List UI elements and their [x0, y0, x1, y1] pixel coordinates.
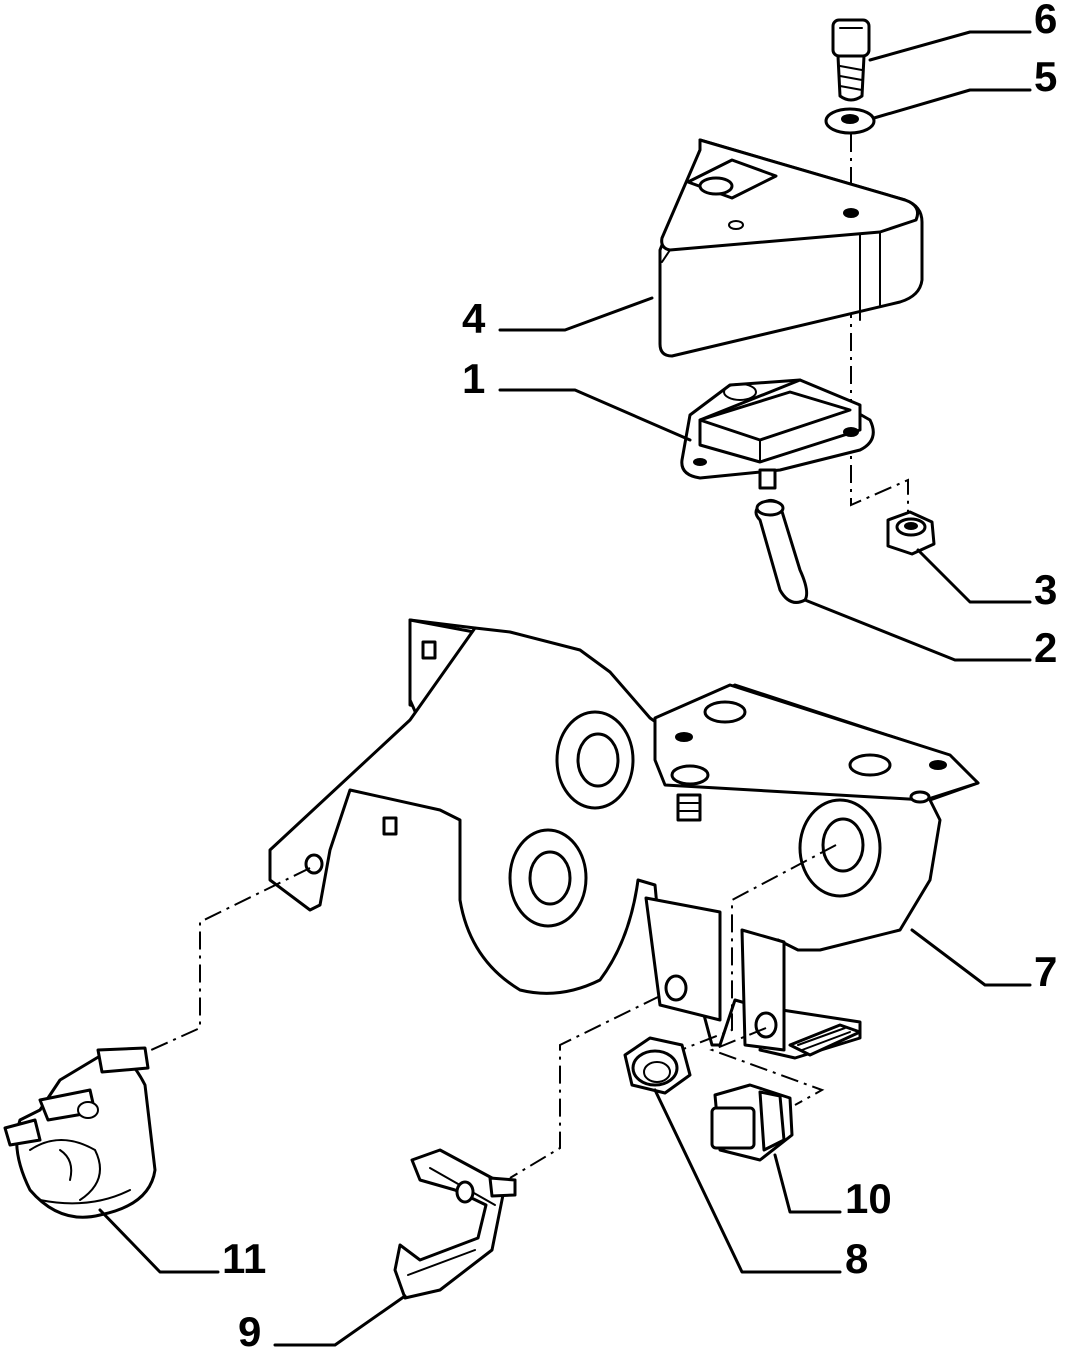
part-1-module [680, 378, 875, 490]
part-4-cover [658, 138, 924, 358]
leader-7 [910, 928, 1032, 987]
callout-3: 3 [1034, 566, 1057, 613]
callout-9: 9 [238, 1308, 261, 1349]
leader-9 [273, 1294, 407, 1347]
part-9-clip [393, 1148, 517, 1300]
callout-7: 7 [1034, 948, 1057, 995]
leader-2 [803, 598, 1032, 662]
axis-line-8 [659, 844, 837, 1059]
callout-6: 6 [1034, 0, 1057, 42]
leader-10 [773, 1153, 842, 1214]
callout-4: 4 [462, 295, 486, 342]
callout-1: 1 [462, 355, 485, 402]
leader-6 [868, 30, 1032, 62]
callout-8: 8 [845, 1235, 868, 1282]
part-8-nut [623, 1036, 692, 1095]
leader-5 [872, 88, 1032, 120]
leader-11 [98, 1208, 220, 1274]
axis-line-9 [509, 995, 661, 1179]
leader-8 [653, 1088, 842, 1274]
callout-10: 10 [845, 1175, 892, 1222]
leader-4 [498, 296, 654, 332]
part-7-bracket [268, 618, 980, 1060]
callout-5: 5 [1034, 53, 1057, 100]
part-10-plug [710, 1083, 794, 1162]
part-5-washer [824, 107, 876, 135]
callout-11: 11 [222, 1235, 266, 1282]
part-11-valve [3, 1046, 157, 1219]
leader-3 [916, 548, 1032, 604]
part-6-screw [831, 18, 871, 102]
axis-line-11 [139, 867, 311, 1056]
part-3-nut [886, 510, 936, 556]
callout-2: 2 [1034, 624, 1057, 671]
axis-line-10 [709, 1027, 825, 1106]
part-2-hose [754, 499, 809, 604]
leader-1 [498, 388, 692, 442]
